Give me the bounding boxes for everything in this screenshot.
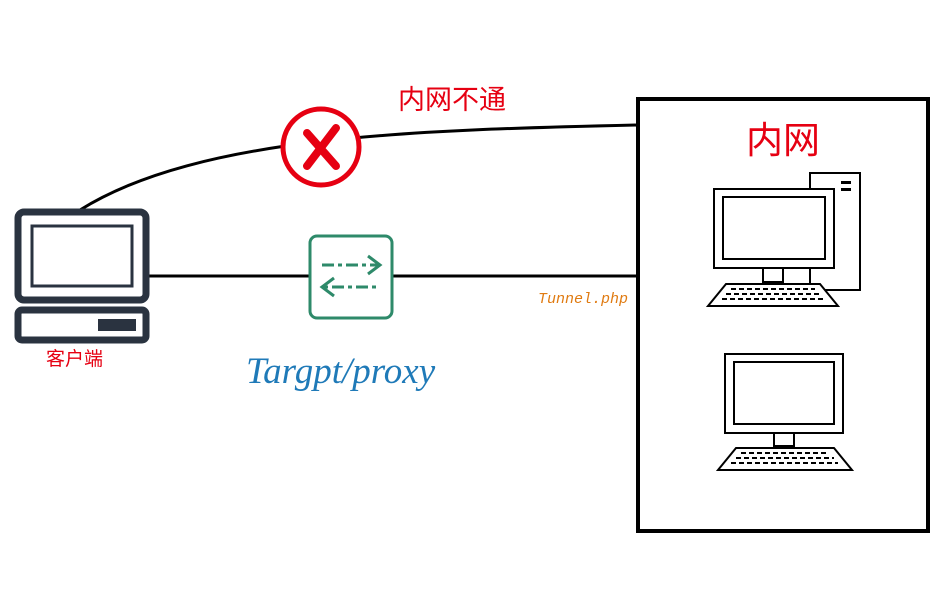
intranet-title: 内网 xyxy=(746,119,820,162)
client-label: 客户端 xyxy=(46,348,104,370)
blocked-x-icon xyxy=(280,106,362,188)
tunnel-label: Tunnel.php xyxy=(538,291,629,308)
laptop-icon xyxy=(14,208,150,344)
proxy-swap-icon xyxy=(308,234,394,320)
desktop-computer-icon xyxy=(715,353,855,471)
blocked-label: 内网不通 xyxy=(398,85,506,116)
proxy-label: Targpt/proxy xyxy=(246,351,436,392)
desktop-computer-icon xyxy=(705,172,861,307)
